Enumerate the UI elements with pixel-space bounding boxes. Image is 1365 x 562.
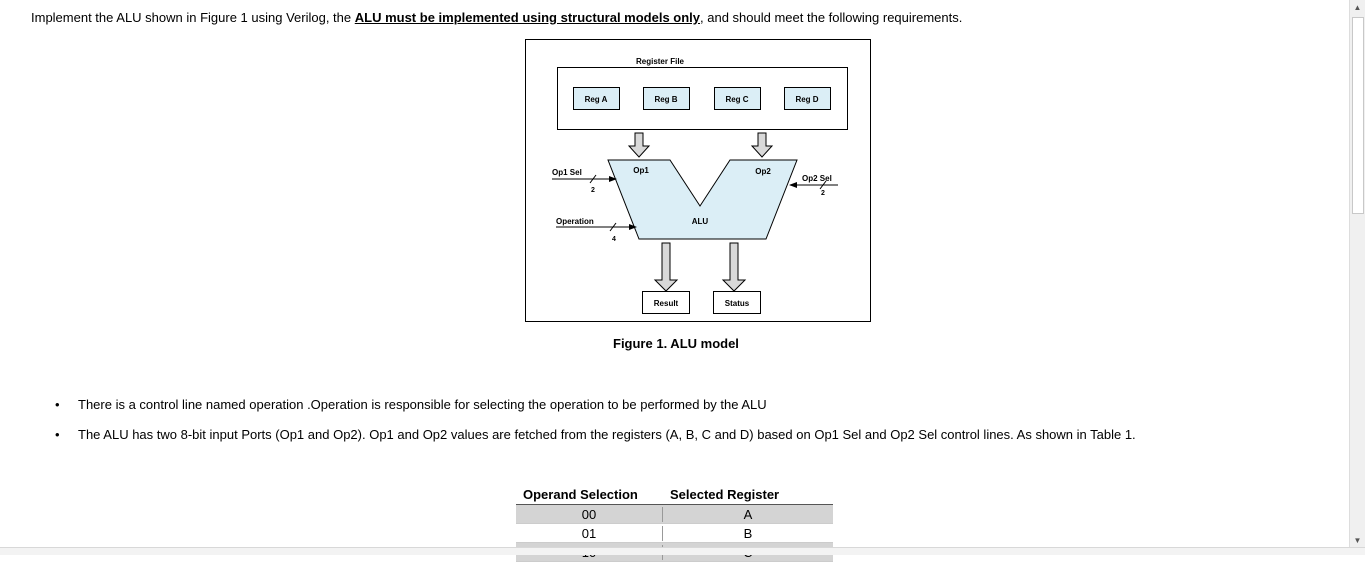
intro-paragraph: Implement the ALU shown in Figure 1 usin… (31, 10, 962, 25)
op2-sel-width: 2 (821, 190, 825, 197)
op2-sel-bus-tick (819, 180, 827, 190)
register-a: Reg A (573, 87, 620, 110)
horizontal-scrollbar[interactable] (0, 547, 1365, 555)
op1-down-arrow (627, 132, 651, 158)
cell-register: A (743, 507, 753, 522)
register-file-label: Register File (636, 57, 685, 66)
header-operand-selection: Operand Selection (523, 487, 638, 502)
intro-text-2: , and should meet the following requirem… (700, 10, 963, 25)
table-header: Operand Selection Selected Register (516, 487, 833, 505)
alu-op2-label: Op2 (755, 167, 771, 176)
alu-figure: Register File Reg A Reg B Reg C Reg D Op… (525, 39, 871, 322)
operation-label: Operation (556, 217, 594, 226)
bullet-text: There is a control line named operation … (78, 397, 767, 412)
result-down-arrow (653, 242, 679, 292)
alu-op1-label: Op1 (633, 166, 649, 175)
op1-sel-bus-tick (589, 174, 597, 184)
intro-bold-requirement: ALU must be implemented using structural… (354, 10, 701, 25)
alu-label: ALU (692, 217, 709, 226)
operation-bus-tick (609, 222, 617, 232)
status-box: Status (713, 291, 761, 314)
operation-width: 4 (612, 236, 616, 243)
status-down-arrow (721, 242, 747, 292)
intro-text-1: Implement the ALU shown in Figure 1 usin… (31, 10, 355, 25)
table-row: 00 A (516, 505, 833, 524)
scroll-thumb[interactable] (1352, 17, 1364, 214)
register-a-label: Reg A (585, 95, 608, 104)
table-row: 01 B (516, 524, 833, 543)
op1-sel-width: 2 (591, 187, 595, 194)
cell-operand: 01 (516, 526, 663, 541)
register-c: Reg C (714, 87, 761, 110)
bullet-dot-icon: • (55, 427, 60, 442)
result-label: Result (654, 299, 679, 308)
bullet-text: The ALU has two 8-bit input Ports (Op1 a… (78, 427, 1136, 442)
vertical-scrollbar[interactable]: ▲ ▼ (1349, 0, 1365, 548)
result-box: Result (642, 291, 690, 314)
scroll-down-arrow-icon[interactable]: ▼ (1353, 536, 1362, 545)
status-label: Status (725, 299, 750, 308)
register-b-label: Reg B (654, 95, 677, 104)
cell-register: B (743, 526, 753, 541)
figure-caption: Figure 1. ALU model (613, 336, 739, 351)
op2-down-arrow (750, 132, 774, 158)
header-selected-register: Selected Register (670, 487, 780, 502)
register-b: Reg B (643, 87, 690, 110)
scroll-up-arrow-icon[interactable]: ▲ (1353, 3, 1362, 12)
alu-shape (607, 159, 798, 240)
op1-sel-label: Op1 Sel (552, 168, 582, 177)
register-c-label: Reg C (725, 95, 748, 104)
op2-sel-label: Op2 Sel (802, 174, 832, 183)
register-d-label: Reg D (795, 95, 818, 104)
bullet-dot-icon: • (55, 397, 60, 412)
cell-operand: 00 (516, 507, 663, 522)
register-d: Reg D (784, 87, 831, 110)
